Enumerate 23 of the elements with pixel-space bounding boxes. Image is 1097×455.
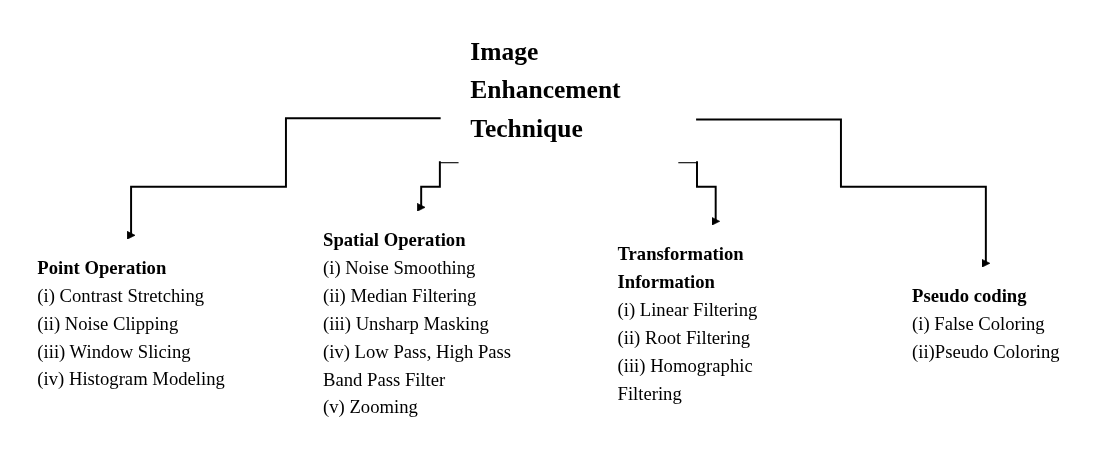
node-text: Spatial Operation [323, 229, 466, 250]
node-text: Point Operation [37, 257, 167, 278]
node-label: (i) Linear Filtering [617, 299, 758, 320]
node-label: (i) False Coloring [912, 313, 1045, 334]
node-label: (ii)Pseudo Coloring [912, 341, 1060, 362]
node-text: Pseudo coding [912, 285, 1027, 306]
node-text: Image Enhancement Technique [470, 37, 621, 143]
arrow [416, 161, 460, 212]
node-label: (iv) Low Pass, High Pass Band Pass Filter [323, 341, 512, 390]
node-text: Transformation Information [617, 243, 744, 292]
node-label: (ii) Median Filtering [323, 285, 477, 306]
node-label: (iii) Homographic Filtering [617, 355, 753, 404]
arrow [677, 161, 720, 226]
node-label: (iii) Window Slicing [37, 341, 191, 362]
node-label: (v) Zooming [323, 397, 418, 418]
arrow [695, 118, 991, 268]
node-label: (iv) Histogram Modeling [37, 369, 225, 390]
node-label: (i) Noise Smoothing [323, 257, 476, 278]
node-label: (i) Contrast Stretching [37, 285, 205, 306]
node-label: (ii) Noise Clipping [37, 313, 179, 334]
node-label: (iii) Unsharp Masking [323, 313, 489, 334]
arrow [126, 117, 442, 240]
node-label: (ii) Root Filtering [617, 327, 751, 348]
